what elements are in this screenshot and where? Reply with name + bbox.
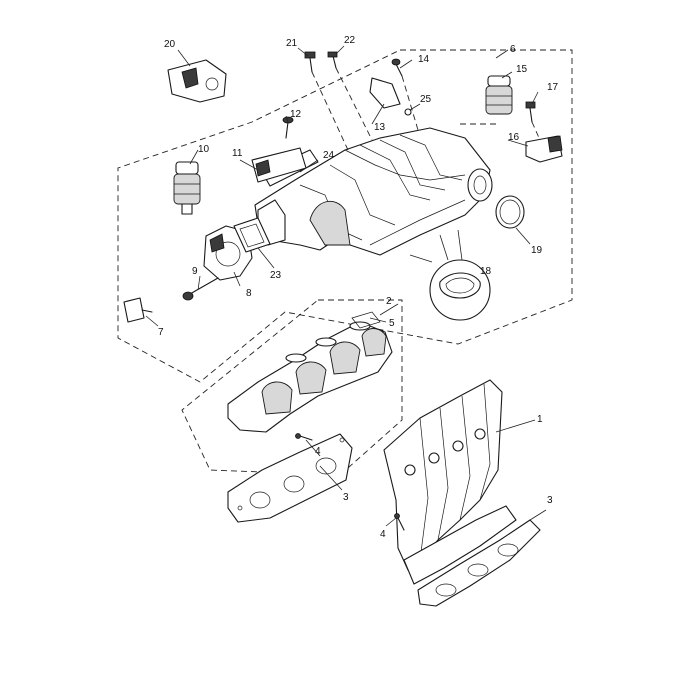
callout-12: 12 — [290, 109, 302, 120]
callout-3-right: 3 — [547, 495, 553, 506]
sensor-16 — [525, 135, 563, 163]
stud-4-right — [394, 513, 405, 531]
sensor-13 — [369, 77, 401, 109]
callout-17: 17 — [547, 82, 559, 93]
callout-4-left: 4 — [315, 446, 321, 457]
callout-8: 8 — [246, 288, 252, 299]
detail-gasket-18 — [409, 229, 491, 321]
o-ring-19 — [495, 195, 525, 229]
callout-15: 15 — [516, 64, 528, 75]
leader-lines — [145, 45, 547, 527]
callout-1: 1 — [537, 414, 543, 425]
bolt-22 — [327, 51, 338, 69]
bolt-9 — [182, 277, 219, 301]
callout-20: 20 — [164, 39, 176, 50]
callout-16: 16 — [508, 132, 520, 143]
callout-22: 22 — [344, 35, 356, 46]
group-boundary-upper-intake — [117, 49, 573, 383]
actuator-11 — [251, 147, 307, 183]
callout-3-left: 3 — [343, 492, 349, 503]
injector-15 — [485, 75, 513, 115]
callout-11: 11 — [232, 148, 243, 159]
upper-intake-plenum — [254, 127, 493, 256]
gasket-3-right — [417, 519, 541, 607]
injector-10 — [173, 161, 201, 215]
callout-6: 6 — [510, 44, 516, 55]
callout-labels: 1 2 3 3 4 4 5 6 7 8 9 10 11 12 13 14 15 … — [158, 35, 559, 540]
component-20 — [167, 59, 227, 103]
callout-7: 7 — [158, 327, 164, 338]
callout-18: 18 — [480, 266, 492, 277]
callout-4-right: 4 — [380, 529, 386, 540]
callout-23: 23 — [270, 270, 282, 281]
connector-7 — [123, 297, 153, 323]
gasket-5 — [351, 311, 381, 329]
bolt-21 — [304, 51, 316, 73]
callout-13: 13 — [374, 122, 386, 133]
gasket-23 — [233, 217, 271, 253]
callout-14: 14 — [418, 54, 430, 65]
lower-manifold-assembly-2 — [227, 321, 393, 433]
callout-21: 21 — [286, 38, 298, 49]
group-boundary-lower-manifold — [181, 299, 403, 476]
screw-12 — [282, 116, 294, 139]
bolt-17 — [525, 101, 536, 123]
callout-5: 5 — [389, 318, 395, 329]
lower-intake-manifold-1 — [383, 379, 517, 585]
clip-25 — [404, 108, 412, 116]
callout-19: 19 — [531, 245, 543, 256]
callout-2: 2 — [386, 296, 392, 307]
stud-4-left — [295, 433, 313, 441]
screw-14 — [391, 58, 403, 77]
gasket-3-left — [227, 433, 353, 523]
callout-24: 24 — [323, 150, 335, 161]
callout-10: 10 — [198, 144, 210, 155]
callout-9: 9 — [192, 266, 198, 277]
callout-25: 25 — [420, 94, 432, 105]
